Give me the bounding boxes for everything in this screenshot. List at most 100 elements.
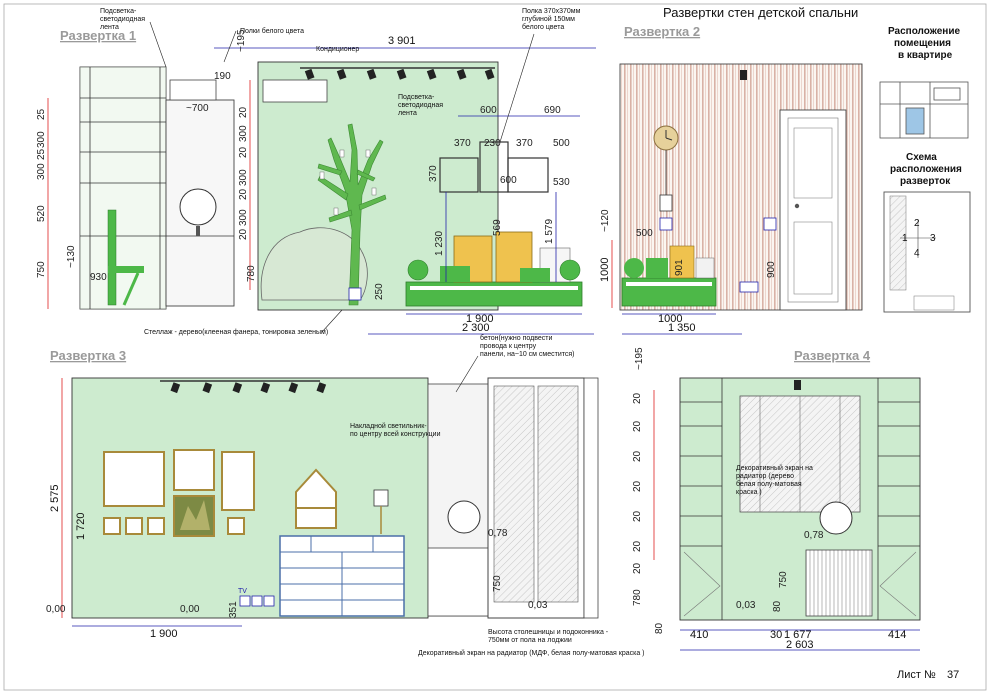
r4-dim-20-4: 20 xyxy=(632,480,643,492)
r1-dim-25b: 25 xyxy=(36,148,47,160)
r1-dim-530: 530 xyxy=(553,177,570,188)
r4-dim-30: 30 xyxy=(770,629,782,641)
r1-dim-1900: 1 900 xyxy=(466,313,494,325)
wardrobe-3 xyxy=(487,377,599,619)
table-lamp xyxy=(373,489,389,507)
scheme-number-2: 2 xyxy=(914,218,920,229)
r4-dim-20-2: 20 xyxy=(632,420,643,432)
sheet-title: Развертки стен детской спальни xyxy=(663,5,858,20)
r3-dim-003: 0,03 xyxy=(528,600,548,611)
r1-note-shelves: Полки белого цвета xyxy=(240,27,304,35)
r1-dim-370b: 370 xyxy=(516,138,533,149)
r4-dim-414: 414 xyxy=(888,629,906,641)
sheet-border xyxy=(3,3,987,691)
r2-dim-1000: 1000 xyxy=(599,258,611,282)
r1-note-rack: Стеллаж - дерево(клееная фанера, тониров… xyxy=(144,329,328,336)
r1-dim-2300: 2 300 xyxy=(462,322,490,334)
tv-label: TV xyxy=(238,588,247,595)
r2-dim-500: 500 xyxy=(636,228,653,239)
r4-dim-195: ~195 xyxy=(634,347,645,370)
r1-dim-930: 930 xyxy=(90,272,107,283)
decorative-tree xyxy=(317,123,387,306)
ceiling-spotlights xyxy=(304,68,495,80)
r4-dim-003: 0,03 xyxy=(736,600,756,611)
scheme-number-4: 4 xyxy=(914,248,920,259)
round-mirror-4 xyxy=(819,501,853,535)
r1-dim-h370: 370 xyxy=(428,165,439,182)
r1-dim-250: 250 xyxy=(374,283,385,300)
r1-dim-600b: 600 xyxy=(500,175,517,186)
r3-dim-1720: 1 720 xyxy=(75,512,87,540)
r4-dim-20-6: 20 xyxy=(632,540,643,552)
r1-dim-1579: 1 579 xyxy=(544,219,555,244)
r3-dim-351: 351 xyxy=(228,601,239,618)
r4-dim-80: 80 xyxy=(654,622,665,634)
decorative-bush xyxy=(260,227,368,301)
scheme-number-3: 3 xyxy=(930,233,936,244)
r3-note-light: Накладной светильник-по центру всей конс… xyxy=(350,422,441,438)
r1-dim-total-width: 3 901 xyxy=(388,35,416,47)
r1-dim-25a: 25 xyxy=(36,108,47,120)
r1-note-ac: Кондиционер xyxy=(316,46,359,53)
radiator-screen-4 xyxy=(805,549,873,617)
r4-dim-750: 750 xyxy=(778,571,789,588)
sheet-label: Лист № xyxy=(897,669,936,681)
r3-note-radiator: Декоративный экран на радиатор (МДФ, бел… xyxy=(418,649,645,657)
r1-dim-v20c: 20 xyxy=(238,188,249,200)
r1-dim-230: 230 xyxy=(484,138,501,149)
r1-dim-190: 190 xyxy=(214,71,231,82)
tv-outlets xyxy=(239,595,275,607)
r1-dim-130: ~130 xyxy=(66,245,77,268)
r1-dim-v780: 780 xyxy=(246,265,257,282)
r1-dim-195: ~195 xyxy=(236,29,247,52)
elevation-3-title: Развертка 3 xyxy=(50,348,126,363)
door xyxy=(779,109,847,311)
r3-zero-b: 0,00 xyxy=(180,604,200,615)
r3-dim-2575: 2 575 xyxy=(49,484,61,512)
r4-dim-078: 0,78 xyxy=(804,530,824,541)
air-conditioner xyxy=(262,79,328,103)
r3-dim-1900: 1 900 xyxy=(150,628,178,640)
r2-dim-900: 900 xyxy=(766,261,777,278)
r4-dim-80b: 80 xyxy=(772,600,783,612)
round-mirror xyxy=(179,188,217,226)
spotlight xyxy=(740,70,747,80)
dresser xyxy=(279,535,405,617)
r1-dim-569: 569 xyxy=(492,219,503,236)
round-mirror-3 xyxy=(447,500,481,534)
ceiling-spotlights-3 xyxy=(170,382,327,394)
r2-dim-w1000: 1000 xyxy=(658,313,682,325)
r1-dim-690: 690 xyxy=(544,105,561,116)
r2-dim-1350: 1 350 xyxy=(668,322,696,334)
picture-frames xyxy=(103,449,255,535)
r1-dim-600a: 600 xyxy=(480,105,497,116)
r1-dim-v20a: 20 xyxy=(238,106,249,118)
elevation-1-title: Развертка 1 xyxy=(60,28,136,43)
house-shelf xyxy=(295,468,337,529)
r3-dim-750: 750 xyxy=(492,575,503,592)
r1-dim-520: 520 xyxy=(36,205,47,222)
r2-dim-901: 901 xyxy=(674,259,685,276)
r1-dim-v300b: 300 xyxy=(238,169,249,186)
elevation-3: Развертка 3 xyxy=(46,334,645,657)
wall-shelf-boxes xyxy=(439,141,549,193)
elevation-4-title: Развертка 4 xyxy=(794,348,871,363)
r1-dim-v20d: 20 xyxy=(238,228,249,240)
r1-dim-300a: 300 xyxy=(36,131,47,148)
chair xyxy=(107,209,117,306)
r1-dim-370: 370 xyxy=(454,138,471,149)
elevation-1: Развертка 1 xyxy=(36,8,596,336)
side-shelving-4 xyxy=(680,378,920,620)
r4-dim-20-1: 20 xyxy=(632,392,643,404)
r3-dim-078: 0,78 xyxy=(488,528,508,539)
